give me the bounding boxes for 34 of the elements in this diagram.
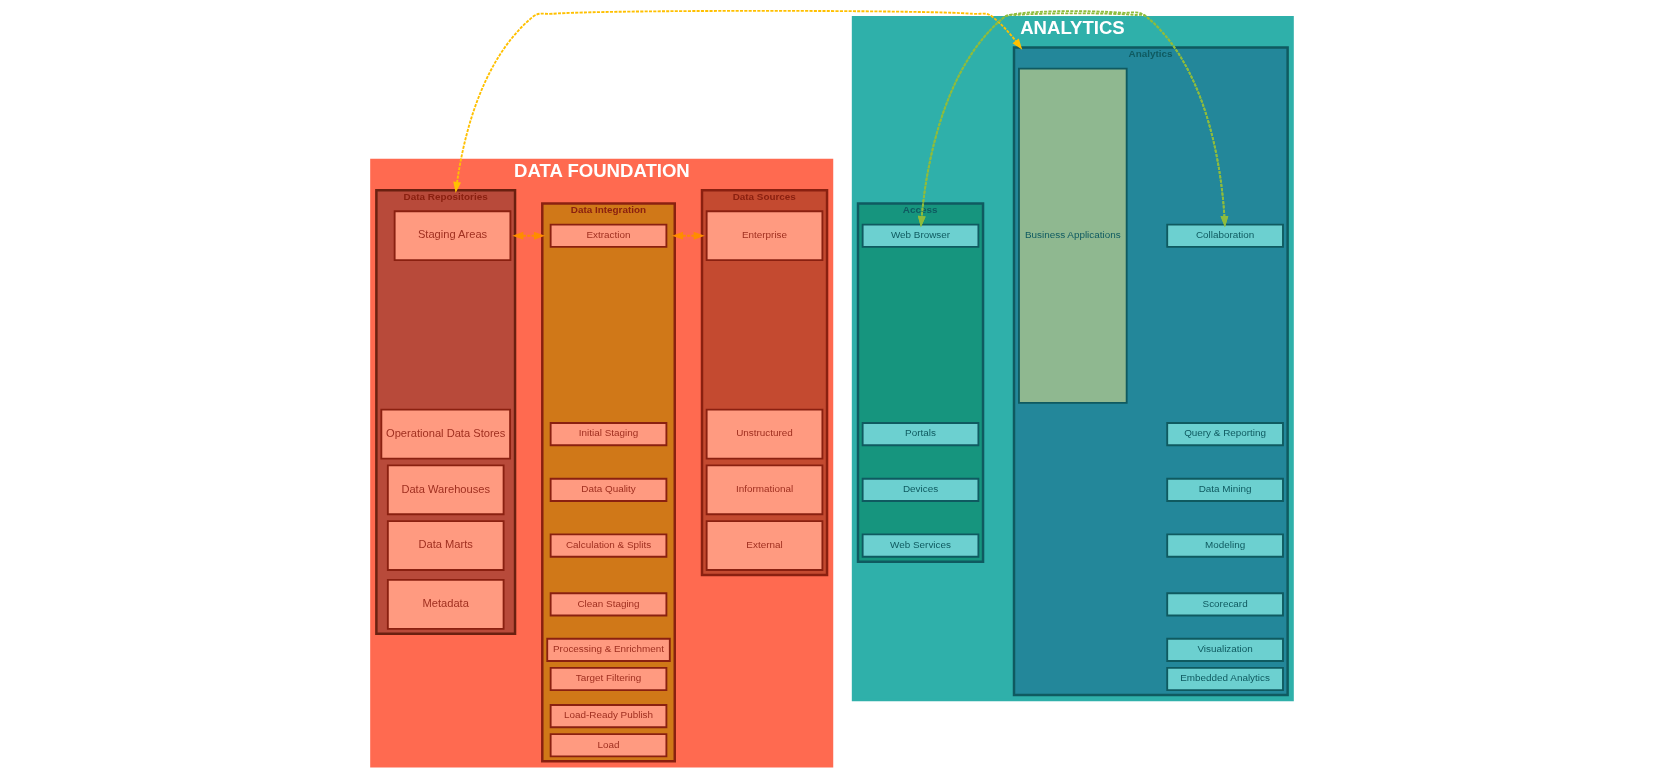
node-box: Informational: [705, 464, 823, 516]
node-box: Data Mining: [1165, 477, 1284, 502]
node-box: External: [705, 520, 823, 571]
node-box: Web Services: [861, 533, 979, 558]
node-box: Data Warehouses: [386, 464, 505, 516]
node-box: Calculation & Splits: [549, 533, 667, 558]
node-box: Extraction: [549, 223, 667, 248]
node-box: Data Marts: [386, 520, 505, 571]
node-box: Visualization: [1165, 637, 1284, 662]
node-box: Collaboration: [1165, 223, 1284, 248]
node-box: Unstructured: [705, 408, 823, 460]
node-box: Metadata: [386, 579, 505, 630]
node-box: Scorecard: [1165, 592, 1284, 617]
arrow: [671, 231, 705, 240]
node-box: Clean Staging: [549, 592, 667, 617]
node-box: Staging Areas: [393, 210, 511, 262]
node-box: Enterprise: [705, 210, 823, 262]
node-box: Embedded Analytics: [1165, 666, 1284, 692]
node-box: Target Filtering: [549, 666, 667, 692]
node-box: Devices: [861, 477, 979, 502]
arrow: [452, 9, 1022, 193]
node-box: Business Applications: [1017, 67, 1128, 404]
node-box: Web Browser: [861, 223, 979, 248]
node-box: Operational Data Stores: [379, 408, 511, 460]
node-box: Query & Reporting: [1165, 422, 1284, 447]
arrow: [511, 231, 545, 240]
node-box: Modeling: [1165, 533, 1284, 558]
node-box: Processing & Enrichment: [545, 637, 671, 662]
node-box: Load: [549, 733, 667, 758]
node-box: Data Quality: [549, 477, 667, 502]
node-box: Load-Ready Publish: [549, 704, 667, 729]
node-box: Portals: [861, 422, 979, 447]
arrow: [917, 10, 1228, 228]
node-box: Initial Staging: [549, 422, 667, 447]
